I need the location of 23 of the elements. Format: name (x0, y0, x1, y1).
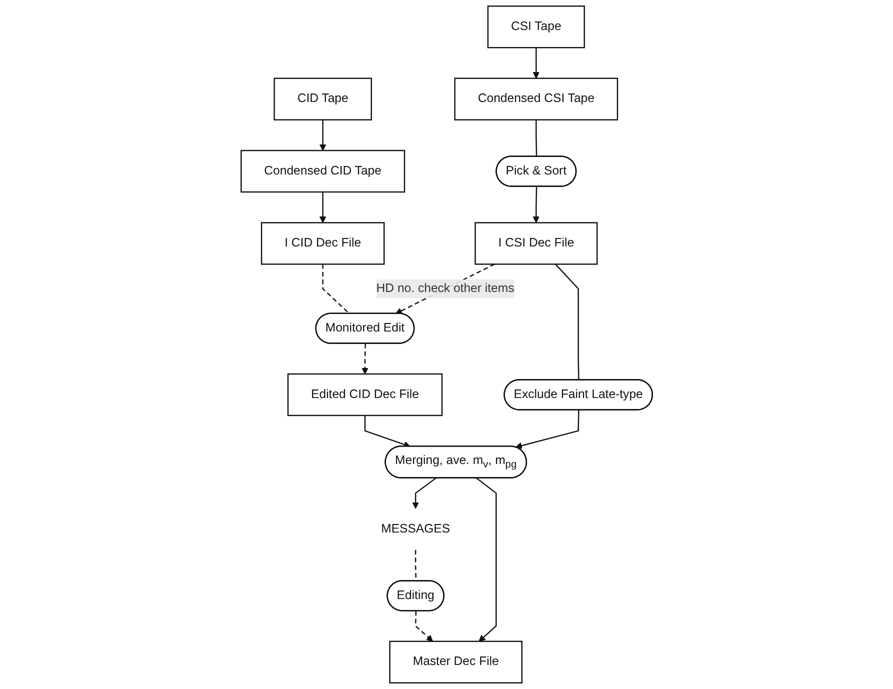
arrow (412, 478, 436, 509)
connector (322, 264, 350, 314)
arrow (476, 478, 496, 642)
arrow (319, 192, 326, 224)
connector (535, 120, 537, 157)
arrow (532, 186, 540, 224)
node-box: Master Dec File (388, 640, 522, 684)
node-box: I CID Dec File (260, 222, 384, 265)
node-box: CID Tape (273, 78, 372, 120)
arrow (364, 415, 410, 448)
connector (554, 264, 580, 380)
node-text: MESSAGES (380, 522, 450, 536)
node-box: Condensed CSI Tape (454, 78, 618, 120)
edge-label: HD no. check other items (376, 282, 514, 295)
arrow (319, 120, 326, 151)
arrow (414, 611, 433, 642)
arrow (532, 48, 540, 79)
arrow (515, 410, 580, 449)
node-box: CSI Tape (487, 6, 585, 48)
node-box: Edited CID Dec File (287, 373, 442, 416)
node-box: I CSI Dec File (474, 222, 598, 265)
arrow (361, 344, 368, 374)
node-box: Condensed CID Tape (240, 150, 405, 193)
